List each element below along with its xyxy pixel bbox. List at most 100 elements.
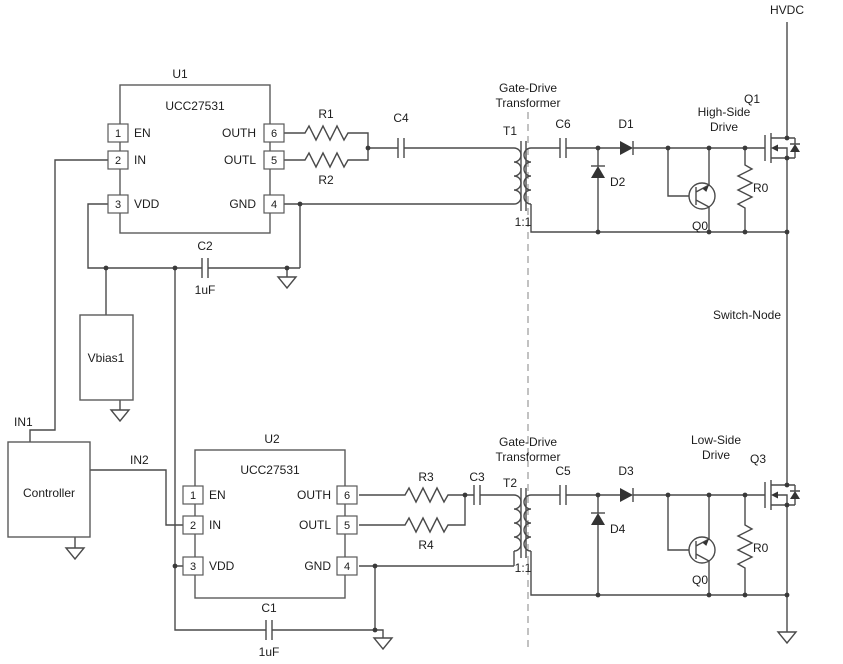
u2-pin5-num: 5: [344, 520, 350, 532]
u1-pin6-box: [263, 123, 285, 143]
resistor-r0-high: [737, 159, 753, 213]
u1-pin3-name: VDD: [134, 197, 160, 211]
u1-body: [119, 84, 271, 234]
t2-ref-label: T2: [503, 476, 517, 490]
wires: [29, 22, 788, 638]
c6-label: C6: [555, 117, 571, 131]
t2-ratio-label: 1:1: [515, 561, 532, 575]
d4-label: D4: [610, 522, 626, 536]
u2-pin1-name: EN: [209, 488, 226, 502]
u2-pin2-name: IN: [209, 518, 221, 532]
vbias1-ground-symbol: [110, 409, 130, 422]
c3-label: C3: [469, 470, 485, 484]
controller-label: Controller: [23, 486, 75, 500]
u2-pin6-box: [336, 485, 358, 505]
u2-pin4-name: GND: [304, 559, 331, 573]
vbias1-body: [79, 314, 134, 401]
r2-label: R2: [318, 173, 334, 187]
u1-pin3-num: 3: [115, 199, 121, 211]
high-side-drive-label-line2: Drive: [710, 120, 738, 134]
u2-pin6-name: OUTH: [297, 488, 331, 502]
capacitor-c5: [559, 484, 567, 506]
diode-d1: [619, 140, 634, 156]
r3-label: R3: [418, 470, 434, 484]
q0-high-label: Q0: [692, 219, 708, 233]
resistor-r1: [299, 125, 353, 141]
transformer-t2: T2 1:1 Gate-Drive Transformer: [496, 435, 561, 575]
u2-pin5-box: [336, 515, 358, 535]
u1-pin2-num: 2: [115, 155, 121, 167]
u1-pin4-box: [263, 194, 285, 214]
transistor-q0-high: [688, 182, 716, 210]
in1-wire: [29, 159, 108, 442]
d2-label: D2: [610, 175, 626, 189]
in2-wire: [90, 469, 183, 526]
transformer-t1: T1 1:1 Gate-Drive Transformer: [496, 81, 561, 229]
q1-label: Q1: [744, 92, 760, 106]
diode-d3: [619, 487, 634, 503]
u1-pin3-box: [107, 194, 129, 214]
u1-output-wires: [284, 132, 514, 161]
u1-gnd-wires: [208, 203, 514, 277]
r0-low-label: R0: [753, 541, 769, 555]
t2-secondary-wires: [531, 494, 765, 595]
u2-pin1-box: [182, 485, 204, 505]
u2-pin2-num: 2: [190, 520, 196, 532]
r0-high-label: R0: [753, 181, 769, 195]
u2-part-label: UCC27531: [240, 463, 300, 477]
resistor-r3: [399, 487, 453, 503]
hvdc-label: HVDC: [770, 3, 804, 17]
resistor-r4: [399, 517, 453, 533]
c2-ground-symbol: [277, 276, 297, 289]
u2-pin3-name: VDD: [209, 559, 235, 573]
high-side-rails: [530, 22, 788, 485]
u1-pin4-num: 4: [271, 199, 277, 211]
capacitor-c6: [559, 137, 567, 159]
u1-vdd-wires: [87, 203, 202, 410]
capacitor-c4: [397, 137, 405, 159]
t1-ref-label: T1: [503, 124, 517, 138]
controller-ground-symbol: [65, 547, 85, 560]
q3-source-ground-symbol: [777, 631, 797, 644]
t1-title-line1: Gate-Drive: [499, 81, 557, 95]
u2-pin1-num: 1: [190, 490, 196, 502]
diode-d4: [590, 512, 606, 526]
low-side-drive-label-line1: Low-Side: [691, 433, 741, 447]
u1-pin5-name: OUTL: [224, 153, 256, 167]
mosfet-q3: [764, 479, 801, 511]
u2-pin4-num: 4: [344, 561, 350, 573]
u1-ref-label: U1: [172, 67, 188, 81]
u2-pin5-name: OUTL: [299, 518, 331, 532]
u1-pin1-name: EN: [134, 126, 151, 140]
u1-pin4-name: GND: [229, 197, 256, 211]
c5-label: C5: [555, 464, 571, 478]
controller-body: [7, 441, 91, 538]
t1-ratio-label: 1:1: [515, 215, 532, 229]
u1-part-label: UCC27531: [165, 99, 225, 113]
u2-pin3-box: [182, 556, 204, 576]
r1-label: R1: [318, 107, 334, 121]
vbias1-block: Vbias1: [79, 314, 134, 422]
u2-pin3-num: 3: [190, 561, 196, 573]
c1-label: C1: [261, 601, 277, 615]
q0-low-leads: [667, 495, 710, 595]
d1-label: D1: [618, 117, 634, 131]
u1-pin2-box: [107, 150, 129, 170]
u2-body: [194, 449, 346, 599]
ic-u2: U2 UCC27531 1 2 3 6 5 4 EN IN VDD OUTH O…: [182, 432, 358, 599]
transistor-q0-low: [688, 536, 716, 564]
d3-label: D3: [618, 464, 634, 478]
t1-title-line2: Transformer: [496, 96, 561, 110]
t2-title-line2: Transformer: [496, 450, 561, 464]
capacitor-c3: [473, 484, 481, 506]
u2-pin2-box: [182, 515, 204, 535]
low-side-drive-label-line2: Drive: [702, 448, 730, 462]
c1-ground-symbol: [373, 637, 393, 650]
u1-pin6-num: 6: [271, 128, 277, 140]
low-side-rails: [530, 505, 788, 632]
ic-u1: U1 UCC27531 1 2 3 6 5 4 EN IN VDD OUTH O…: [107, 67, 285, 234]
in2-net-label: IN2: [130, 453, 149, 467]
c1-value: 1uF: [259, 645, 280, 659]
u1-pin1-box: [107, 123, 129, 143]
